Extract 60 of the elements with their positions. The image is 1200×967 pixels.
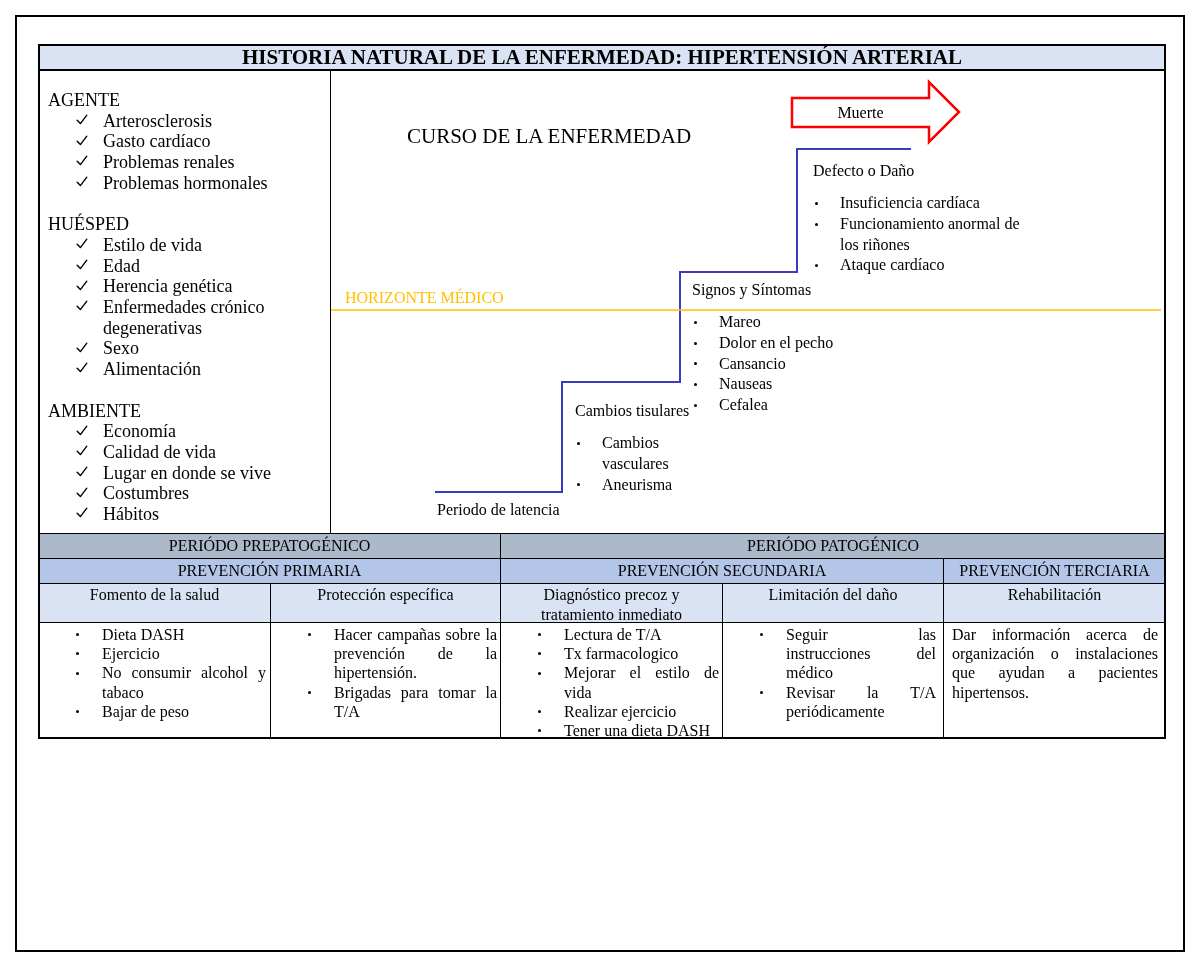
list-item-text: Tener una dieta DASH	[564, 721, 710, 741]
category-heading: AGENTE	[48, 90, 120, 110]
arrow-label: Muerte	[837, 102, 884, 123]
list-item-text: Tx farmacologico	[564, 644, 679, 664]
header-text: PREVENCIÓN SECUNDARIA	[617, 561, 827, 581]
list-item-text: Brigadas para tomar la T/A	[334, 682, 497, 721]
list-item-text: Lectura de T/A	[564, 625, 662, 645]
title-text: HISTORIA NATURAL DE LA ENFERMEDAD: HIPERTENSIÓN ARTERIAL	[241, 46, 963, 69]
factor-text: Problemas hormonales	[103, 172, 268, 194]
stage-item-text: Aneurisma	[602, 474, 673, 495]
factor-text: Costumbres	[103, 483, 189, 505]
factor-text: Alimentación	[103, 359, 201, 380]
list-item-text: Mejorar el estilo de vida	[564, 663, 719, 702]
factor-text: Hábitos	[103, 504, 159, 525]
list-item-text: Dieta DASH	[102, 625, 185, 645]
header-text: PREVENCIÓN PRIMARIA	[177, 561, 362, 581]
stage-label: Periodo de latencia	[437, 499, 560, 520]
factor-text: Sexo	[103, 338, 139, 360]
subheader-text: Diagnóstico precoz y tratamiento inmediato	[540, 585, 683, 624]
stage-label: Signos y Síntomas	[692, 279, 812, 301]
section-heading: CURSO DE LA ENFERMEDAD	[407, 124, 692, 148]
subheader-text: Limitación del daño	[768, 585, 898, 605]
factor-text: Problemas renales	[103, 152, 235, 173]
factor-text: Economía	[103, 421, 176, 442]
header-text: PERIÓDO PREPATOGÉNICO	[168, 536, 371, 556]
subheader-text: Protección específica	[317, 585, 454, 605]
stage-label: Cambios tisulares	[575, 400, 690, 421]
category-heading: HUÉSPED	[48, 214, 129, 235]
list-item-text: Revisar la T/A periódicamente	[786, 682, 936, 721]
factor-text: Estilo de vida	[103, 234, 202, 256]
stage-item-text: Funcionamiento anormal de los riñones	[840, 213, 1021, 255]
factor-text: Calidad de vida	[103, 441, 216, 463]
subheader-text: Fomento de la salud	[89, 585, 220, 605]
factor-text: Herencia genética	[103, 276, 233, 297]
category-heading: AMBIENTE	[48, 400, 141, 421]
factor-text: Arterosclerosis	[103, 110, 212, 132]
stage-item-text: Nauseas	[719, 374, 773, 395]
stage-item-text: Cansancio	[719, 353, 786, 374]
list-item-text: Hacer campañas sobre la prevención de la hipertensión.	[334, 625, 497, 683]
list-item-text: Seguir las instrucciones del médico	[786, 625, 936, 683]
factor-text: Enfermedades crónico degenerativas	[103, 297, 266, 339]
stage-item-text: Cambios vasculares	[602, 433, 670, 474]
header-text: PREVENCIÓN TERCIARIA	[959, 561, 1150, 581]
stage-item-text: Dolor en el pecho	[719, 332, 834, 354]
list-item-text: No consumir alcohol y tabaco	[102, 663, 266, 702]
factor-text: Lugar en donde se vive	[103, 462, 271, 484]
factor-text: Gasto cardíaco	[103, 131, 211, 153]
subheader-text: Rehabilitación	[1007, 585, 1102, 605]
factor-text: Edad	[103, 255, 140, 277]
header-text: PERIÓDO PATOGÉNICO	[747, 536, 919, 556]
cell-paragraph: Dar información acerca de organización o instalaciones que ayudan a pacientes hipertensos.	[952, 625, 1158, 702]
list-item-text: Ejercicio	[102, 644, 160, 664]
stage-item-text: Cefalea	[719, 394, 768, 415]
stage-label: Defecto o Daño	[813, 160, 915, 181]
list-item-text: Bajar de peso	[102, 701, 190, 721]
stage-item-text: Insuficiencia cardíaca	[840, 193, 980, 214]
horizon-label: HORIZONTE MÉDICO	[345, 287, 504, 308]
stage-item-text: Mareo	[719, 312, 761, 333]
list-item-text: Realizar ejercicio	[564, 701, 677, 721]
stage-item-text: Ataque cardíaco	[840, 255, 945, 276]
